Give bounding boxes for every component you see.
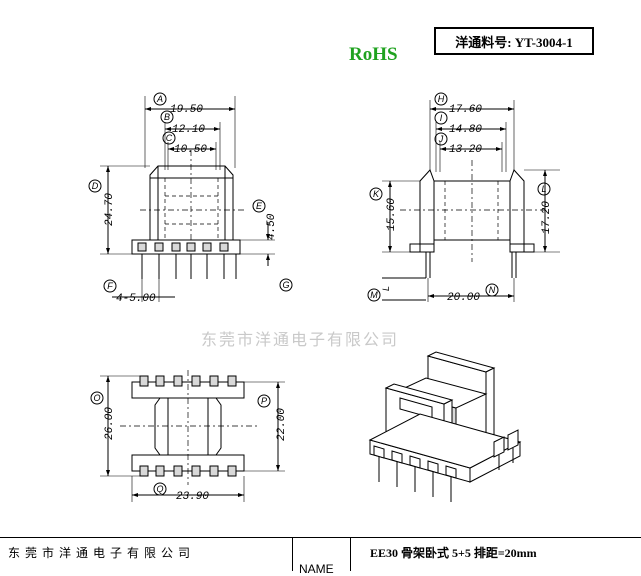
dim-f-value: 4-5.00 [116,293,156,305]
dim-i-label: I [440,113,443,123]
dim-o-value: 26.00 [104,407,116,440]
dim-k-label: K [373,189,380,199]
rohs-mark: RoHS [349,44,398,65]
dim-g-label: G [282,280,289,290]
dim-l-value: 17.20 [541,201,553,234]
dim-q-value: 23.90 [176,491,209,503]
dim-q-label: Q [156,484,163,494]
dim-f-label: F [107,281,113,291]
bottom-left-view: O 26.00 P 22.00 Q 23.90 [90,370,288,503]
dim-d-value: 24.70 [104,193,116,226]
dim-a-label: A [156,94,163,104]
dim-h-value: 17.60 [449,104,482,116]
dim-i-value: 14.80 [449,124,482,136]
dim-j-label: J [438,134,444,144]
top-left-view: A 19.50 B 12.10 C 10.50 [88,92,293,305]
dim-n-label: N [489,285,496,295]
dim-m-small-label: L [381,286,391,291]
dim-o-label: O [93,393,100,403]
watermark-text: 东莞市洋通电子有限公司 [201,330,400,349]
dim-b-value: 12.10 [172,124,205,136]
top-right-view: H 17.60 I 14.80 J 13.20 [367,92,560,304]
product-description: EE30 骨架卧式 5+5 排距=20mm [370,546,537,560]
isometric-view [368,351,522,502]
dim-d-label: D [92,181,99,191]
dim-k-value: 15.60 [386,198,398,231]
title-block-divider [292,538,293,571]
dim-p-label: P [261,396,267,406]
dim-n-value: 20.00 [447,292,480,304]
dim-e-value: 4.50 [266,213,278,240]
dim-m-label: M [370,290,378,300]
part-number-box: 洋通料号: YT-3004-1 [434,27,594,55]
dim-e-label: E [256,201,263,211]
company-name: 东莞市洋通电子有限公司 [8,546,196,560]
dim-b-label: B [164,112,170,122]
dim-c-label: C [166,133,173,143]
dim-p-value: 22.00 [276,408,288,441]
dim-j-value: 13.20 [449,144,482,156]
dim-h-label: H [438,94,445,104]
name-label: NAME [299,562,334,576]
title-block: 东莞市洋通电子有限公司 NAME EE30 骨架卧式 5+5 排距=20mm [0,537,641,576]
dim-l-label: L [541,184,546,194]
dim-a-value: 19.50 [170,104,203,116]
title-block-divider [350,538,351,571]
